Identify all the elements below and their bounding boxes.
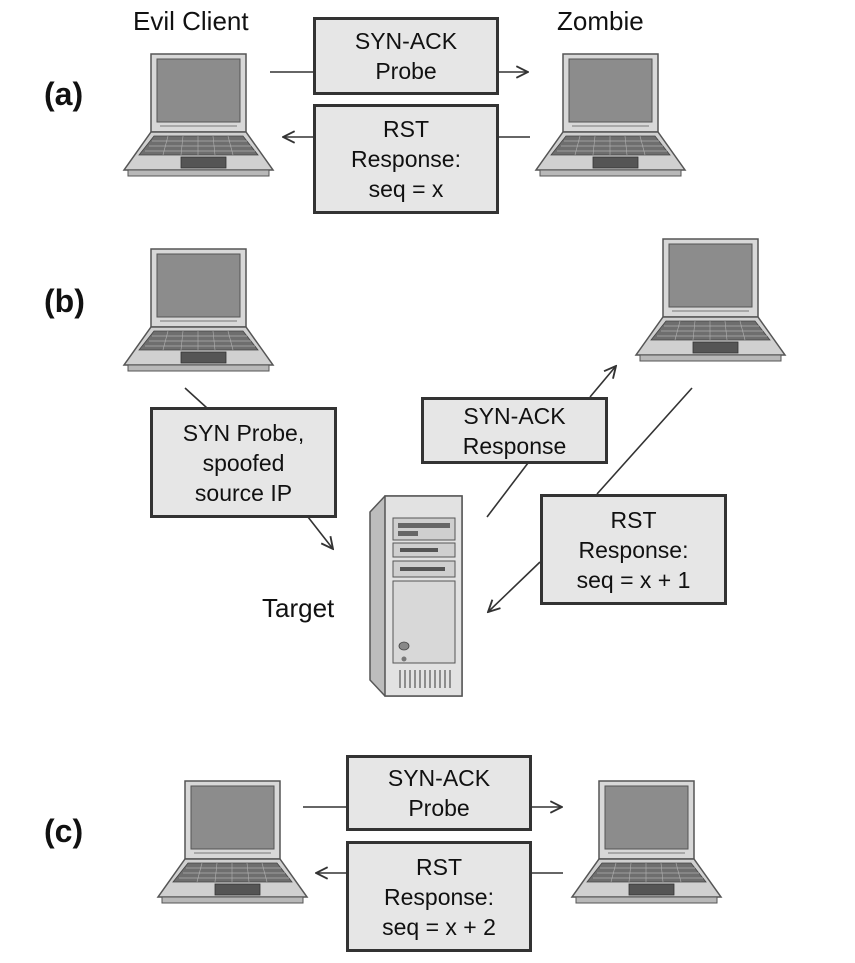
message-line: spoofed bbox=[202, 449, 285, 476]
section-label-c: (c) bbox=[44, 813, 84, 849]
message-line: Probe bbox=[375, 58, 437, 84]
evil-client-label: Evil Client bbox=[133, 6, 249, 36]
message-line: RST bbox=[416, 853, 462, 880]
laptop-icon bbox=[535, 53, 686, 177]
message-box: SYN-ACK Probe bbox=[346, 755, 532, 831]
section-label-a: (a) bbox=[44, 76, 84, 112]
laptop-icon bbox=[635, 238, 786, 362]
message-line: seq = x bbox=[368, 176, 444, 202]
message-box: SYN Probe, spoofed source IP bbox=[150, 407, 337, 518]
message-line: Response: bbox=[351, 146, 461, 172]
message-line: seq = x + 2 bbox=[382, 913, 496, 940]
connector-line bbox=[184, 387, 208, 409]
message-line: RST bbox=[610, 506, 657, 533]
arrow-to-target bbox=[307, 516, 333, 549]
laptop-icon bbox=[123, 248, 274, 372]
connector-line bbox=[486, 462, 529, 518]
message-box: RST Response: seq = x + 1 bbox=[540, 494, 727, 605]
message-box: SYN-ACK Probe bbox=[313, 17, 499, 95]
message-box: RST Response: seq = x bbox=[313, 104, 499, 214]
message-line: SYN-ACK bbox=[387, 765, 491, 791]
message-line: SYN Probe, bbox=[182, 419, 305, 446]
message-line: Probe bbox=[408, 795, 470, 821]
message-line: Response: bbox=[384, 883, 494, 910]
section-label-b: (b) bbox=[44, 283, 85, 319]
zombie-label: Zombie bbox=[557, 6, 644, 36]
message-line: SYN-ACK bbox=[463, 402, 566, 429]
message-line: RST bbox=[383, 116, 429, 142]
message-box: RST Response: seq = x + 2 bbox=[346, 841, 532, 952]
server-tower-icon bbox=[369, 495, 463, 697]
laptop-icon bbox=[571, 780, 722, 904]
message-box: SYN-ACK Response bbox=[421, 397, 608, 464]
laptop-icon bbox=[123, 53, 274, 177]
target-label: Target bbox=[262, 593, 335, 623]
message-line: Response: bbox=[578, 536, 689, 563]
laptop-icon bbox=[157, 780, 308, 904]
message-line: SYN-ACK bbox=[354, 28, 458, 54]
connector-line bbox=[596, 387, 693, 495]
arrow-to-target bbox=[488, 561, 541, 612]
message-line: source IP bbox=[194, 479, 293, 506]
message-line: seq = x + 1 bbox=[576, 566, 691, 593]
arrow-to-zombie bbox=[589, 366, 616, 398]
message-line: Response bbox=[462, 432, 567, 459]
